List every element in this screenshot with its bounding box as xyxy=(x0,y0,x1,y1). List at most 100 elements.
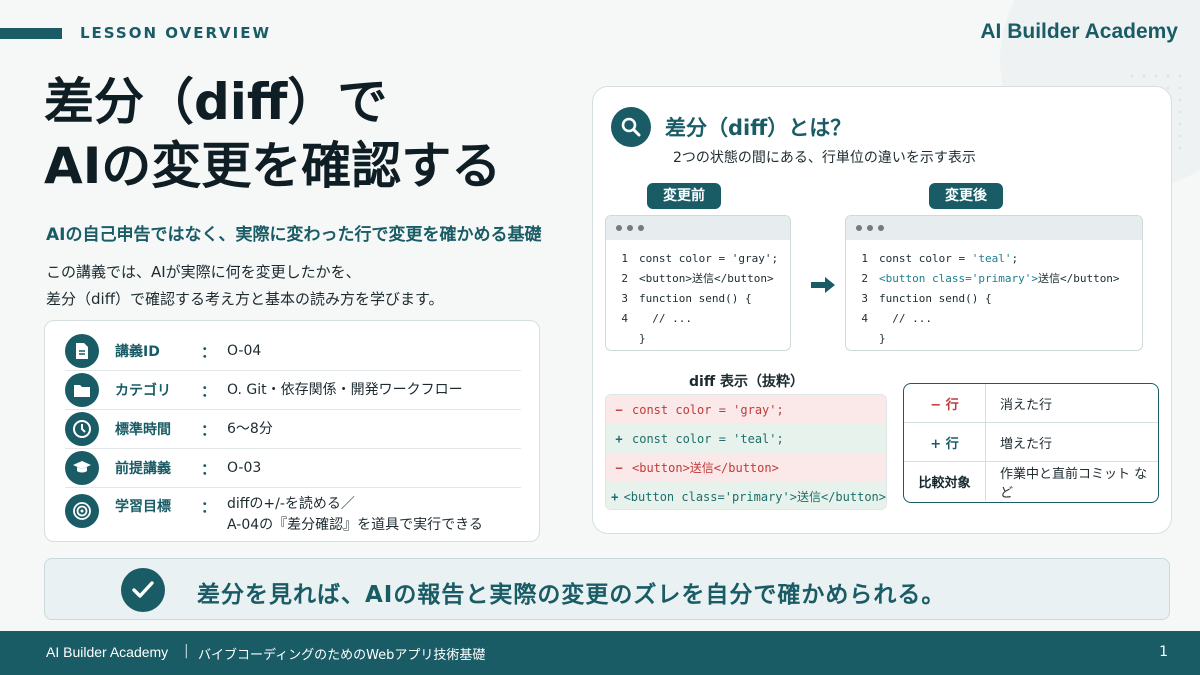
panel-description: 2つの状態の間にある、行単位の違いを示す表示 xyxy=(673,150,976,166)
meta-value: O. Git・依存関係・開発ワークフロー xyxy=(227,381,463,398)
window-titlebar xyxy=(606,216,790,240)
meta-colon: ： xyxy=(201,498,217,516)
code-segment: ; xyxy=(1011,251,1019,265)
window-dot xyxy=(878,225,884,231)
legend-row: 比較対象 作業中と直前コミット など xyxy=(904,462,1158,501)
diff-text: <button>送信</button> xyxy=(632,461,779,475)
diff-line-added: + const color = 'teal'; xyxy=(606,424,886,453)
meta-value: O-04 xyxy=(227,342,262,359)
diff-sign: + xyxy=(615,431,623,446)
code-segment: const color = 'gray'; xyxy=(639,251,779,265)
line-number: 1 xyxy=(861,251,868,265)
section-tag: LESSON OVERVIEW xyxy=(80,24,272,42)
code-line: 1 const color = 'teal'; xyxy=(846,248,1142,268)
target-icon xyxy=(65,494,99,528)
code-segment: const color = xyxy=(879,251,972,265)
window-dot xyxy=(627,225,633,231)
diff-explanation-panel: 差分（diff）とは？ 2つの状態の間にある、行単位の違いを示す表示 変更前 変… xyxy=(592,86,1172,534)
page-title: 差分（diff）で AIの変更を確認する xyxy=(44,70,501,198)
before-label: 変更前 xyxy=(647,183,721,209)
code-text: <button>送信</button> xyxy=(639,270,774,286)
code-text: const color = 'gray'; xyxy=(639,252,778,265)
code-segment: <button>送信</button> xyxy=(639,272,774,285)
diff-output: −const color = 'gray'; + const color = 'te… xyxy=(605,394,887,510)
page-subtitle: AIの自己申告ではなく、実際に変わった行で変更を確かめる基礎 xyxy=(46,225,542,245)
diff-sign: + xyxy=(611,489,619,504)
code-text: } xyxy=(639,332,646,345)
meta-label: 学習目標 xyxy=(115,499,171,515)
meta-colon: ： xyxy=(201,381,217,400)
intro-line-1: この講義では、AIが実際に何を変更したかを、 xyxy=(46,263,361,281)
legend-value: 増えた行 xyxy=(1000,436,1053,452)
search-icon xyxy=(611,107,651,147)
diff-line-added: +<button class='primary'>送信</button> xyxy=(606,482,886,509)
panel-title: 差分（diff）とは？ xyxy=(665,116,852,140)
line-number: 3 xyxy=(621,291,628,305)
title-line-2: AIの変更を確認する xyxy=(44,137,502,195)
intro-text: この講義では、AIが実際に何を変更したかを、 差分（diff）で確認する考え方と… xyxy=(46,259,444,313)
line-number: 4 xyxy=(621,311,628,325)
diff-line-removed: −const color = 'gray'; xyxy=(606,395,886,424)
line-number: 4 xyxy=(861,311,868,325)
window-titlebar xyxy=(846,216,1142,240)
code-highlight: 'teal' xyxy=(971,251,1012,265)
code-line: } xyxy=(606,328,790,348)
graduation-cap-icon xyxy=(65,451,99,485)
code-segment: } xyxy=(639,331,646,345)
line-number: 2 xyxy=(621,271,628,285)
goal-line-1: diffの+/-を読める／ xyxy=(227,496,355,512)
meta-row-goal: 学習目標 ： diffの+/-を読める／ A-04の『差分確認』を道具で実行でき… xyxy=(65,488,521,540)
summary-banner: 差分を見れば、AIの報告と実際の変更のズレを自分で確かめられる。 xyxy=(44,558,1170,620)
code-text: } xyxy=(879,332,886,345)
footer: AI Builder Academy | バイブコーディングのためのWebアプリ… xyxy=(0,631,1200,675)
code-segment: 送信</button> xyxy=(1037,272,1120,285)
meta-value: 6〜8分 xyxy=(227,420,273,437)
code-line: 4 // ... xyxy=(846,308,1142,328)
code-segment: // ... xyxy=(879,311,932,325)
clock-icon xyxy=(65,412,99,446)
page-number: 1 xyxy=(1159,644,1168,660)
footer-brand: AI Builder Academy xyxy=(46,644,169,660)
meta-label: 講義ID xyxy=(115,344,160,360)
code-segment: // ... xyxy=(639,311,692,325)
document-icon xyxy=(65,334,99,368)
code-text: // ... xyxy=(639,312,692,325)
meta-label: カテゴリ xyxy=(115,383,171,399)
legend-key: 比較対象 xyxy=(904,462,986,501)
goal-line-2: A-04の『差分確認』を道具で実行できる xyxy=(227,517,483,533)
code-segment: function send() { xyxy=(639,291,752,305)
code-text: <button class='primary'>送信</button> xyxy=(879,270,1120,286)
line-number: 3 xyxy=(861,291,868,305)
meta-label: 前提講義 xyxy=(115,461,171,477)
diff-text: const color = 'teal'; xyxy=(632,431,784,446)
header-accent-bar xyxy=(0,28,62,39)
meta-colon: ： xyxy=(201,420,217,439)
code-line: } xyxy=(846,328,1142,348)
line-number: 2 xyxy=(861,271,868,285)
legend-row: − 行 消えた行 xyxy=(904,384,1158,423)
meta-row-duration: 標準時間 ： 6〜8分 xyxy=(65,410,521,449)
legend-key: − 行 xyxy=(904,384,986,422)
check-circle-icon xyxy=(121,568,165,612)
code-line: 3 function send() { xyxy=(606,288,790,308)
diff-legend-table: − 行 消えた行 + 行 増えた行 比較対象 作業中と直前コミット など xyxy=(903,383,1159,503)
after-code: 1 const color = 'teal'; 2 <button class='pr… xyxy=(846,240,1142,348)
meta-colon: ： xyxy=(201,459,217,478)
code-segment: } xyxy=(879,331,886,345)
code-highlight: <button class='primary'> xyxy=(879,272,1038,285)
code-text: // ... xyxy=(879,312,932,325)
code-text: const color = 'teal'; xyxy=(879,252,1018,265)
folder-icon xyxy=(65,373,99,407)
legend-value: 消えた行 xyxy=(1000,397,1053,413)
legend-key: + 行 xyxy=(904,423,986,461)
code-line: 2 <button class='primary'>送信</button> xyxy=(846,268,1142,288)
after-code-window: 1 const color = 'teal'; 2 <button class='pr… xyxy=(845,215,1143,351)
diff-sign: − xyxy=(615,460,623,475)
footer-separator: | xyxy=(184,643,189,659)
window-dot xyxy=(616,225,622,231)
title-line-1: 差分（diff）で xyxy=(44,73,388,131)
